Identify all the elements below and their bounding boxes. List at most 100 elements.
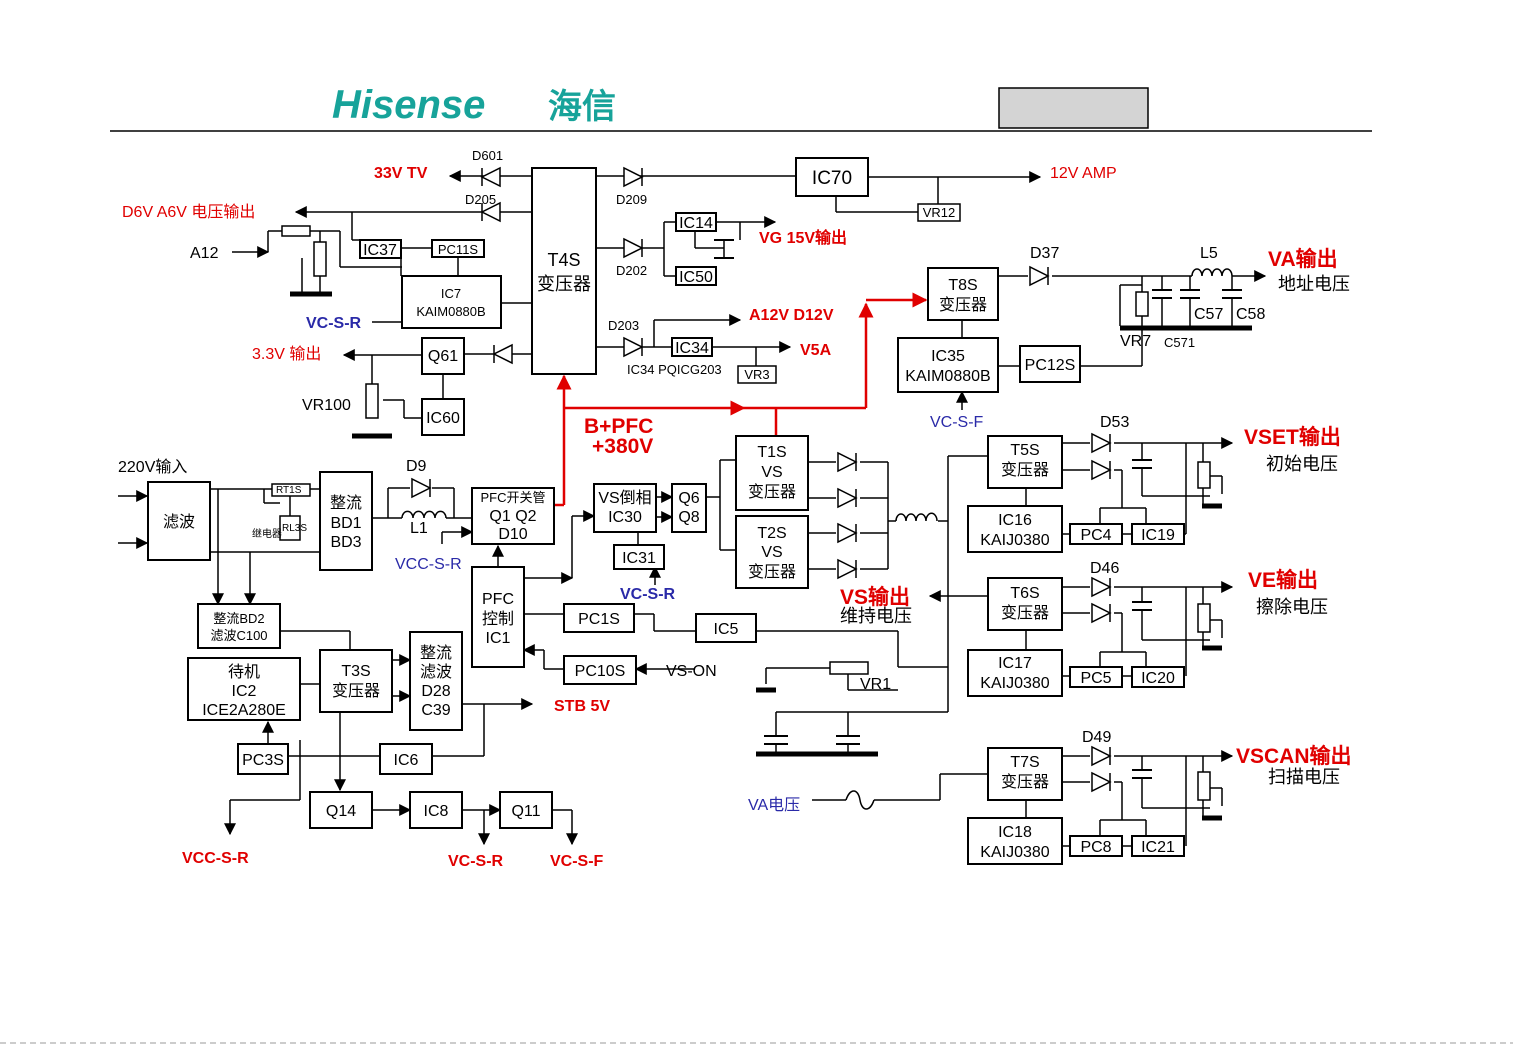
svg-text:IC7: IC7	[441, 286, 461, 301]
svg-text:IC1: IC1	[486, 630, 511, 647]
label-stb-5v: STB 5V	[554, 698, 610, 715]
svg-text:Q6: Q6	[678, 490, 699, 507]
ic37-block: IC37	[359, 239, 402, 259]
diode-icon	[837, 522, 858, 544]
label-d203: D203	[608, 318, 639, 333]
label-d209: D209	[616, 192, 647, 207]
diode-icon	[1091, 771, 1112, 793]
label-va-out: VA输出	[1268, 247, 1338, 271]
svg-text:IC70: IC70	[812, 168, 852, 189]
t8s-transformer: T8S 变压器	[927, 267, 999, 321]
svg-text:VR3: VR3	[744, 367, 769, 382]
potentiometer-icon	[313, 241, 327, 277]
diode-icon	[1091, 576, 1112, 598]
label-d205: D205	[465, 192, 496, 207]
pc1s-block: PC1S	[563, 603, 635, 633]
capacitor-icon	[1132, 601, 1152, 611]
t4s-transformer: T4S 变压器	[531, 167, 597, 375]
svg-text:PC12S: PC12S	[1025, 357, 1076, 374]
svg-text:IC34: IC34	[675, 340, 709, 357]
pfc-power-path	[554, 292, 928, 507]
svg-text:变压器: 变压器	[748, 563, 796, 581]
capacitor-icon	[1180, 289, 1200, 299]
inductors	[401, 268, 1233, 522]
svg-text:变压器: 变压器	[332, 682, 380, 700]
label-v5a: V5A	[800, 342, 832, 359]
svg-text:IC35: IC35	[931, 348, 965, 365]
label-c58: C58	[1236, 306, 1265, 323]
pc8-block: PC8	[1069, 835, 1123, 857]
diode-icon	[1029, 265, 1050, 287]
label-vr7: VR7	[1120, 333, 1151, 350]
grounds	[290, 291, 1252, 821]
ic6-block: IC6	[379, 743, 433, 775]
thermistor-icon	[271, 483, 311, 497]
capacitor-icon	[714, 239, 734, 259]
brand-logo: Hisense	[332, 83, 485, 127]
t6s-transformer: T6S 变压器	[987, 577, 1063, 631]
svg-text:IC50: IC50	[679, 269, 713, 286]
capacitor-icon	[764, 735, 788, 745]
potentiometer-icon	[1135, 291, 1149, 317]
rectifier-block: 整流 BD1 BD3	[319, 471, 373, 571]
ic31-block: IC31	[613, 544, 665, 570]
svg-text:IC21: IC21	[1141, 839, 1175, 856]
label-220v-in: 220V输入	[118, 458, 187, 476]
ic35-block: IC35 KAIM0880B	[897, 337, 999, 393]
ic70-block: IC70	[795, 157, 869, 197]
pc4-block: PC4	[1069, 523, 1123, 545]
inductor-icon	[401, 510, 447, 519]
bd2-block: 整流BD2 滤波C100	[197, 603, 281, 649]
svg-text:D10: D10	[498, 526, 527, 543]
svg-text:T6S: T6S	[1010, 585, 1039, 602]
svg-text:D28: D28	[421, 683, 450, 700]
diode-icon	[1091, 459, 1112, 481]
pc10s-block: PC10S	[563, 655, 637, 685]
inductor-icon	[1191, 268, 1233, 277]
label-d6v-a6v: D6V A6V 电压输出	[122, 203, 255, 221]
capacitor-icon	[1132, 769, 1152, 779]
diode-icon	[837, 451, 858, 473]
pc11s-block: PC11S	[431, 239, 485, 258]
diode-icon	[411, 477, 432, 499]
svg-text:T7S: T7S	[1010, 754, 1039, 771]
svg-text:IC6: IC6	[394, 752, 419, 769]
svg-text:变压器: 变压器	[537, 274, 591, 294]
svg-text:PFC: PFC	[482, 591, 514, 608]
svg-text:T1S: T1S	[757, 444, 786, 461]
resistors	[271, 225, 1211, 801]
t2s-transformer: T2S VS 变压器	[735, 515, 809, 589]
svg-text:VS: VS	[761, 464, 782, 481]
label-rt1s: RT1S	[276, 485, 302, 496]
svg-text:T4S: T4S	[547, 250, 580, 270]
label-bpfc-volt: +380V	[592, 435, 653, 458]
label-vc-s-f-top: VC-S-F	[930, 414, 984, 431]
label-d49: D49	[1082, 729, 1111, 746]
ic60-block: IC60	[421, 398, 465, 436]
label-d37: D37	[1030, 245, 1059, 262]
pfc-switch-block: PFC开关管 Q1 Q2 D10	[471, 487, 555, 545]
filter-block: 滤波	[147, 481, 211, 561]
label-vc-s-f-bot: VC-S-F	[550, 853, 604, 870]
ic16-block: IC16 KAIJ0380	[967, 505, 1063, 553]
label-vs-on: VS-ON	[666, 663, 717, 680]
svg-text:KAIM0880B: KAIM0880B	[416, 304, 485, 319]
label-c57: C57	[1194, 306, 1223, 323]
ic19-block: IC19	[1131, 523, 1185, 545]
svg-text:IC8: IC8	[424, 803, 449, 820]
label-vset-sub: 初始电压	[1266, 454, 1338, 474]
label-3v3-out: 3.3V 输出	[252, 345, 321, 363]
svg-text:滤波: 滤波	[420, 663, 452, 681]
svg-text:T8S: T8S	[948, 277, 977, 294]
svg-text:KAIJ0380: KAIJ0380	[980, 675, 1049, 692]
svg-text:待机: 待机	[228, 663, 260, 681]
label-rl3s: RL3S	[282, 523, 307, 534]
capacitor-icon	[1132, 459, 1152, 469]
svg-text:IC60: IC60	[426, 410, 460, 427]
ic21-block: IC21	[1131, 835, 1185, 857]
svg-text:滤波C100: 滤波C100	[210, 628, 267, 643]
potentiometer-icon	[1197, 603, 1211, 633]
label-vcc-s-r-mid: VCC-S-R	[395, 556, 462, 573]
svg-text:IC30: IC30	[608, 509, 642, 526]
svg-text:Q14: Q14	[326, 803, 356, 820]
